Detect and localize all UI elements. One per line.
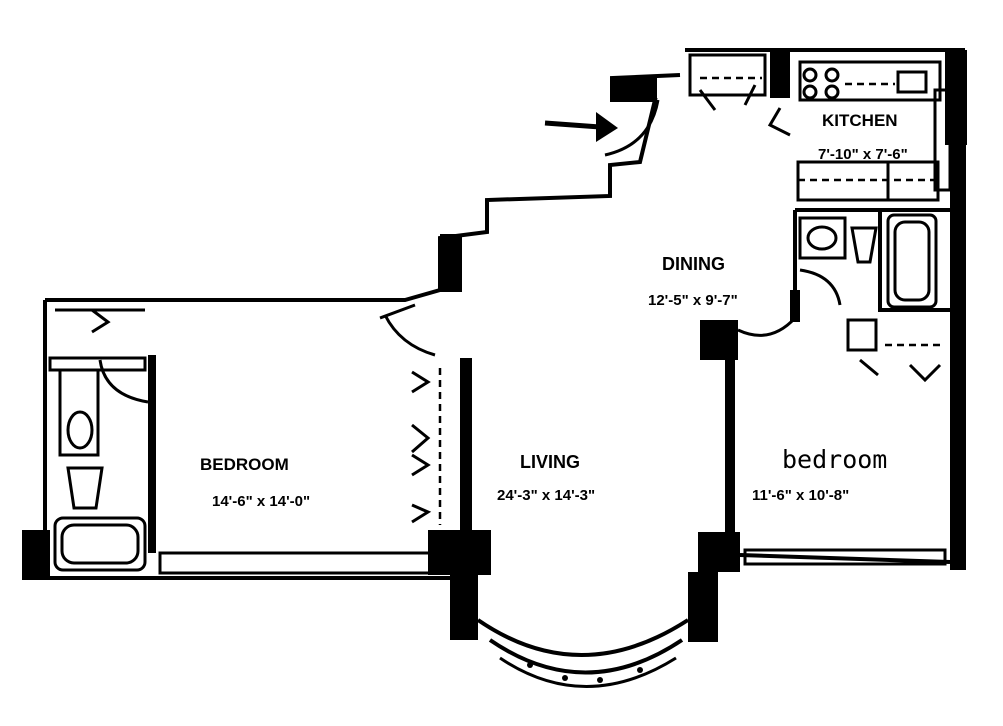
door-swing-icon — [737, 316, 797, 337]
bathtub-icon — [53, 516, 147, 572]
sink-icon — [58, 368, 100, 457]
stove-icon — [798, 60, 942, 102]
entry-arrow-icon — [544, 112, 618, 142]
bathtub-icon — [886, 213, 938, 309]
window — [158, 551, 432, 575]
bedroom-master-dimensions: 14'-6" x 14'-0" — [212, 493, 310, 510]
dining-label: DINING — [662, 254, 725, 274]
closet-icon — [411, 368, 442, 525]
bedroom-master-label: BEDROOM — [200, 455, 289, 474]
door-swing-icon — [604, 99, 660, 157]
exterior-walls — [22, 48, 967, 642]
living-label: LIVING — [520, 452, 580, 472]
kitchen-fixtures — [688, 53, 952, 202]
bath-left-fixtures — [48, 308, 149, 572]
sink-icon — [798, 216, 847, 260]
bay-window-icon — [476, 618, 690, 688]
kitchen-dimensions: 7'-10" x 7'-6" — [818, 146, 908, 163]
kitchen-label: KITCHEN — [822, 111, 898, 130]
dining-dimensions: 12'-5" x 9'-7" — [648, 292, 738, 309]
toilet-icon — [850, 226, 878, 264]
living-dimensions: 24'-3" x 14'-3" — [497, 487, 595, 504]
window — [743, 548, 947, 566]
door-swing-icon — [383, 314, 436, 357]
bedroom-second-label: bedroom — [782, 445, 887, 474]
bedroom-second-dimensions: 11'-6" x 10'-8" — [752, 487, 849, 504]
bath-right-fixtures — [798, 213, 945, 383]
toilet-icon — [66, 466, 104, 510]
